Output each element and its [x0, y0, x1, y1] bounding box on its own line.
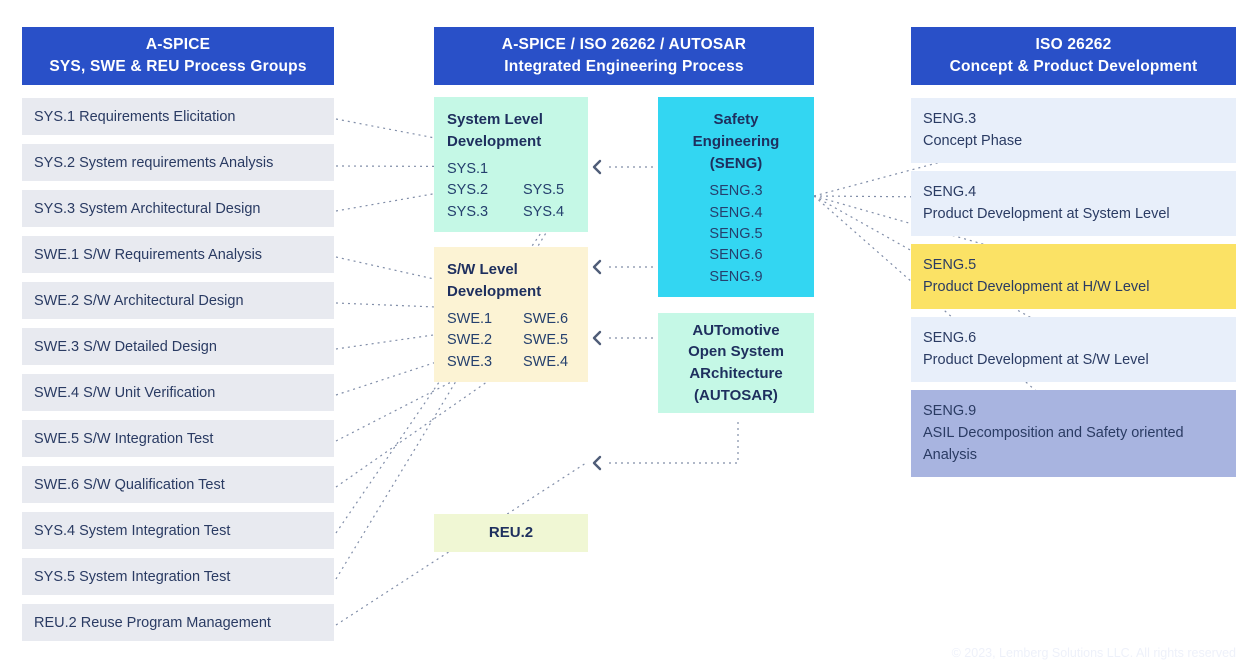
seng-title-line3: (SENG) [709, 154, 763, 172]
left-item-label: SWE.6 S/W Qualification Test [34, 476, 225, 493]
right-item-code: SENG.5 [923, 257, 977, 274]
right-item-desc: Concept Phase [923, 133, 1023, 150]
left-item-label: SWE.3 S/W Detailed Design [34, 338, 217, 355]
safety-engineering-box[interactable]: Safety Engineering (SENG) SENG.3 SENG.4 … [658, 97, 814, 297]
right-item-code: SENG.4 [923, 184, 977, 201]
autosar-title-line3: ARchitecture [689, 365, 783, 382]
right-process-list: SENG.3 Concept Phase SENG.4 Product Deve… [911, 98, 1236, 478]
code-cell: SENG.3 [709, 183, 763, 200]
right-header-line2: Concept & Product Development [949, 58, 1198, 75]
code-cell: SYS.5 [523, 182, 565, 199]
sw-level-title: S/W Level Development [447, 259, 588, 303]
copyright-notice: © 2023, Lemberg Solutions LLC. All right… [951, 646, 1236, 660]
sw-level-title-line2: Development [447, 282, 542, 300]
system-level-development-box[interactable]: System Level Development SYS.1 SYS.2 SYS… [434, 97, 588, 232]
seng-title-line1: Safety [713, 111, 759, 128]
list-item[interactable]: SWE.2 S/W Architectural Design [22, 282, 334, 319]
left-column-header: A-SPICE SYS, SWE & REU Process Groups [22, 27, 334, 85]
left-item-label: SYS.2 System requirements Analysis [34, 154, 274, 171]
right-item-code: SENG.6 [923, 330, 977, 347]
autosar-title-line4: (AUTOSAR) [694, 386, 778, 404]
list-item[interactable]: SWE.6 S/W Qualification Test [22, 466, 334, 503]
middle-column: A-SPICE / ISO 26262 / AUTOSAR Integrated… [434, 27, 814, 617]
seng-title-line2: Engineering [692, 132, 780, 150]
left-column: A-SPICE SYS, SWE & REU Process Groups SY… [22, 27, 334, 650]
code-cell: SYS.2 [447, 182, 489, 199]
left-item-label: SWE.4 S/W Unit Verification [34, 384, 216, 401]
left-process-list: SYS.1 Requirements Elicitation SYS.2 Sys… [22, 98, 334, 641]
right-item-code: SENG.3 [923, 111, 977, 127]
code-cell: SYS.4 [523, 204, 565, 220]
system-level-codes: SYS.1 SYS.2 SYS.5 SYS.3 SYS.4 [447, 159, 588, 224]
autosar-title-line1: AUTomotive [692, 321, 780, 339]
list-item[interactable]: SWE.3 S/W Detailed Design [22, 328, 334, 365]
left-item-label: SYS.1 Requirements Elicitation [34, 108, 236, 125]
right-item-desc: ASIL Decomposition and Safety oriented A… [923, 425, 1184, 464]
right-item-desc: Product Development at System Level [923, 206, 1170, 223]
code-cell: SENG.9 [709, 268, 763, 285]
code-cell: SWE.3 [447, 354, 493, 370]
code-cell [523, 159, 588, 181]
middle-header-line2: Integrated Engineering Process [504, 58, 744, 75]
list-item[interactable]: SENG.9 ASIL Decomposition and Safety ori… [911, 390, 1236, 478]
list-item[interactable]: REU.2 Reuse Program Management [22, 604, 334, 641]
autosar-box[interactable]: AUTomotive Open System ARchitecture (AUT… [658, 313, 814, 413]
left-header-line1: A-SPICE [145, 35, 211, 53]
system-level-title-line1: System Level [447, 111, 543, 128]
code-cell: SENG.5 [709, 225, 763, 242]
code-cell: SWE.6 [523, 310, 569, 327]
seng-code-list: SENG.3 SENG.4 SENG.5 SENG.6 SENG.9 [658, 181, 814, 288]
list-item[interactable]: SYS.3 System Architectural Design [22, 190, 334, 227]
list-item[interactable]: SENG.3 Concept Phase [911, 98, 1236, 164]
left-item-label: SWE.2 S/W Architectural Design [34, 292, 244, 309]
sw-level-codes: SWE.1 SWE.6 SWE.2 SWE.5 SWE.3 SWE.4 [447, 309, 588, 374]
code-cell: SWE.2 [447, 332, 493, 349]
code-cell: SWE.1 [447, 310, 493, 327]
system-level-title-line2: Development [447, 132, 542, 150]
list-item[interactable]: SYS.5 System Integration Test [22, 558, 334, 595]
list-item[interactable]: SENG.6 Product Development at S/W Level [911, 317, 1236, 383]
code-cell: SYS.1 [447, 160, 489, 177]
left-item-label: SWE.1 S/W Requirements Analysis [34, 246, 263, 263]
reu2-box[interactable]: REU.2 [434, 514, 588, 552]
left-header-line2: SYS, SWE & REU Process Groups [49, 58, 307, 75]
right-item-desc: Product Development at S/W Level [923, 352, 1149, 369]
list-item[interactable]: SYS.4 System Integration Test [22, 512, 334, 549]
right-header-line1: ISO 26262 [1035, 35, 1112, 53]
middle-header-line1: A-SPICE / ISO 26262 / AUTOSAR [501, 35, 747, 53]
left-item-label: SWE.5 S/W Integration Test [34, 430, 214, 447]
code-cell: SYS.3 [447, 204, 489, 220]
middle-column-header: A-SPICE / ISO 26262 / AUTOSAR Integrated… [434, 27, 814, 85]
autosar-title-line2: Open System [688, 343, 784, 361]
autosar-title: AUTomotive Open System ARchitecture (AUT… [688, 320, 784, 407]
list-item[interactable]: SYS.2 System requirements Analysis [22, 144, 334, 181]
code-cell: SWE.4 [523, 354, 569, 370]
right-item-code: SENG.9 [923, 403, 977, 420]
sw-level-development-box[interactable]: S/W Level Development SWE.1 SWE.6 SWE.2 … [434, 247, 588, 382]
left-item-label: REU.2 Reuse Program Management [34, 614, 271, 631]
list-item[interactable]: SENG.4 Product Development at System Lev… [911, 171, 1236, 237]
list-item[interactable]: SWE.5 S/W Integration Test [22, 420, 334, 457]
list-item[interactable]: SYS.1 Requirements Elicitation [22, 98, 334, 135]
list-item[interactable]: SENG.5 Product Development at H/W Level [911, 244, 1236, 310]
seng-title: Safety Engineering (SENG) [658, 109, 814, 174]
code-cell: SENG.4 [709, 204, 763, 221]
reu2-title: REU.2 [488, 524, 534, 542]
list-item[interactable]: SWE.4 S/W Unit Verification [22, 374, 334, 411]
right-column: ISO 26262 Concept & Product Development … [911, 27, 1236, 485]
list-item[interactable]: SWE.1 S/W Requirements Analysis [22, 236, 334, 273]
left-item-label: SYS.4 System Integration Test [34, 522, 231, 539]
code-cell: SENG.6 [709, 247, 763, 264]
left-item-label: SYS.5 System Integration Test [34, 568, 231, 585]
right-column-header: ISO 26262 Concept & Product Development [911, 27, 1236, 85]
system-level-title: System Level Development [447, 109, 588, 153]
right-item-desc: Product Development at H/W Level [923, 279, 1150, 296]
left-item-label: SYS.3 System Architectural Design [34, 200, 261, 217]
middle-boxes: System Level Development SYS.1 SYS.2 SYS… [434, 97, 814, 617]
sw-level-title-line1: S/W Level [447, 261, 518, 278]
code-cell: SWE.5 [523, 332, 569, 349]
